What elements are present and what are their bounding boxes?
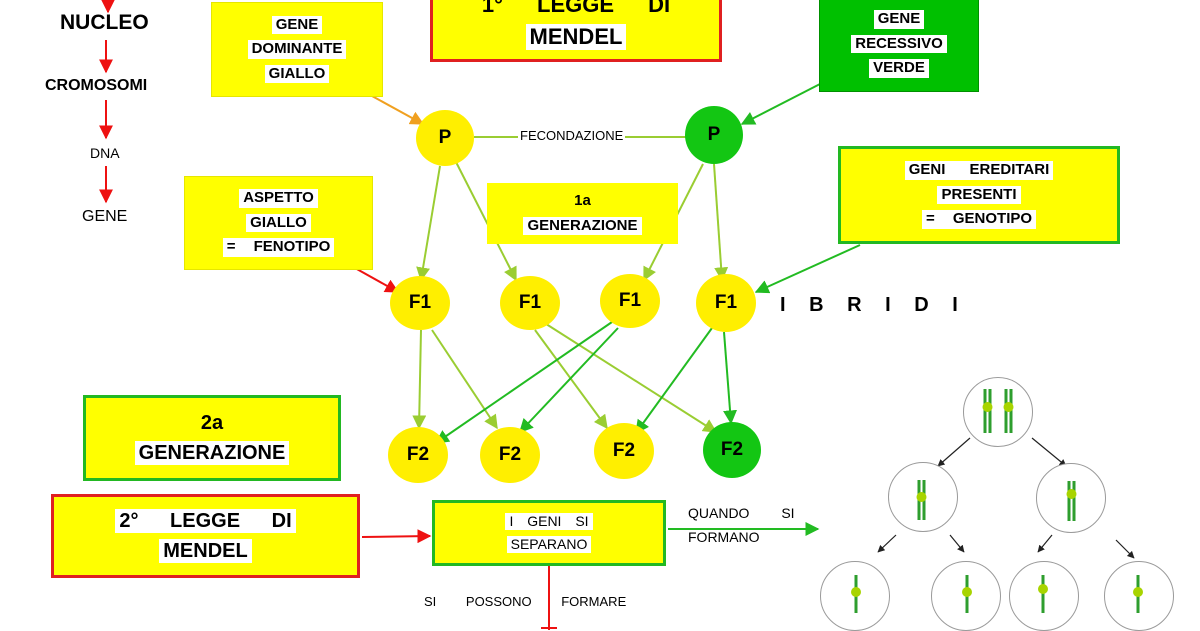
p-node-green: P [685, 106, 743, 164]
genotype-line3: = GENOTIPO [921, 210, 1037, 229]
genotype-to-f1-arrow [754, 244, 861, 294]
f2-node-4: F2 [703, 422, 761, 478]
dominant-line1: GENE [271, 15, 323, 35]
f1-to-f2-yellow-arrows [412, 321, 718, 433]
label-gene: GENE [82, 208, 128, 225]
hierarchy-arrows [99, 0, 115, 204]
recessive-line1: GENE [873, 10, 925, 29]
parent-cell [963, 377, 1033, 447]
daughter-cell-2-chromosomes [1066, 481, 1077, 521]
label-dna: DNA [90, 145, 120, 161]
genotype-box: GENI EREDITARI PRESENTI = GENOTIPO [838, 146, 1120, 244]
f2-node-2: F2 [480, 427, 540, 483]
first-law-line2: MENDEL [525, 24, 627, 51]
gamete-cell-3-chromosome [1038, 575, 1048, 613]
recessive-gene-box: GENE RECESSIVO VERDE [819, 0, 979, 92]
f2-node-3: F2 [594, 423, 654, 479]
f1-to-f2-green-arrows [434, 321, 738, 444]
first-law-line1: 1° LEGGE DI [481, 0, 671, 17]
gen2-line2: GENERAZIONE [134, 441, 290, 465]
cell-division-arrows [877, 437, 1135, 559]
genotype-line2: PRESENTI [937, 185, 1021, 205]
fecondazione-label: FECONDAZIONE [518, 128, 626, 143]
phenotype-line3: = FENOTIPO [222, 238, 335, 257]
dominant-line3: GIALLO [264, 64, 330, 84]
dominant-line2: DOMINANTE [247, 40, 347, 59]
gen2-line1: 2a [200, 412, 224, 434]
f1-node-3: F1 [600, 274, 660, 328]
recessive-line3: VERDE [869, 59, 929, 78]
bottom-stem [541, 566, 557, 630]
parent-cell-chromosomes [982, 389, 1014, 433]
separate-line2: SEPARANO [506, 536, 592, 554]
recessive-line2: RECESSIVO [851, 34, 947, 54]
daughter-cell-1-chromosomes [916, 480, 927, 520]
si-possono-label: SI POSSONO FORMARE [424, 594, 627, 609]
quando-line2: FORMANO [688, 529, 760, 545]
gen1-line2: GENERAZIONE [523, 216, 642, 235]
phenotype-box: ASPETTO GIALLO = FENOTIPO [184, 176, 373, 270]
second-law-title-box: 2° LEGGE DI MENDEL [51, 494, 360, 578]
first-law-title-box: 1° LEGGE DI MENDEL [430, 0, 722, 62]
dominant-to-p-arrow [371, 95, 425, 125]
second-law-line1: 2° LEGGE DI [115, 509, 296, 533]
quando-line1: QUANDO SI [688, 505, 795, 521]
phenotype-line2: GIALLO [246, 213, 311, 233]
separate-line1: I GENI SI [505, 512, 593, 530]
gamete-cell-2-chromosome [962, 575, 972, 613]
f2-node-1: F2 [388, 427, 448, 483]
p-node-yellow: P [416, 110, 474, 166]
gamete-cell-4-chromosome [1133, 575, 1143, 613]
first-generation-box: 1a GENERAZIONE [487, 183, 678, 244]
gamete-cell-1-chromosome [851, 575, 861, 613]
recessive-to-p-arrow [740, 83, 821, 125]
f1-node-2: F1 [500, 276, 560, 330]
gen1-line1: 1a [574, 192, 591, 209]
dominant-gene-box: GENE DOMINANTE GIALLO [211, 2, 383, 97]
quando-label: QUANDO SI FORMANO [688, 501, 795, 549]
ibridi-label: I B R I D I [780, 294, 962, 316]
second-generation-box: 2a GENERAZIONE [83, 395, 341, 481]
f1-node-4: F1 [696, 274, 756, 332]
genes-separate-box: I GENI SI SEPARANO [432, 500, 666, 566]
f1-node-1: F1 [390, 276, 450, 330]
label-cromosomi: CROMOSOMI [45, 77, 148, 94]
label-nucleo: NUCLEO [60, 11, 149, 34]
genotype-line1: GENI EREDITARI [904, 161, 1054, 180]
phenotype-to-f1-arrow [354, 267, 400, 293]
phenotype-line1: ASPETTO [239, 189, 318, 208]
second-law-line2: MENDEL [159, 539, 252, 563]
second-law-arrow [361, 529, 432, 544]
